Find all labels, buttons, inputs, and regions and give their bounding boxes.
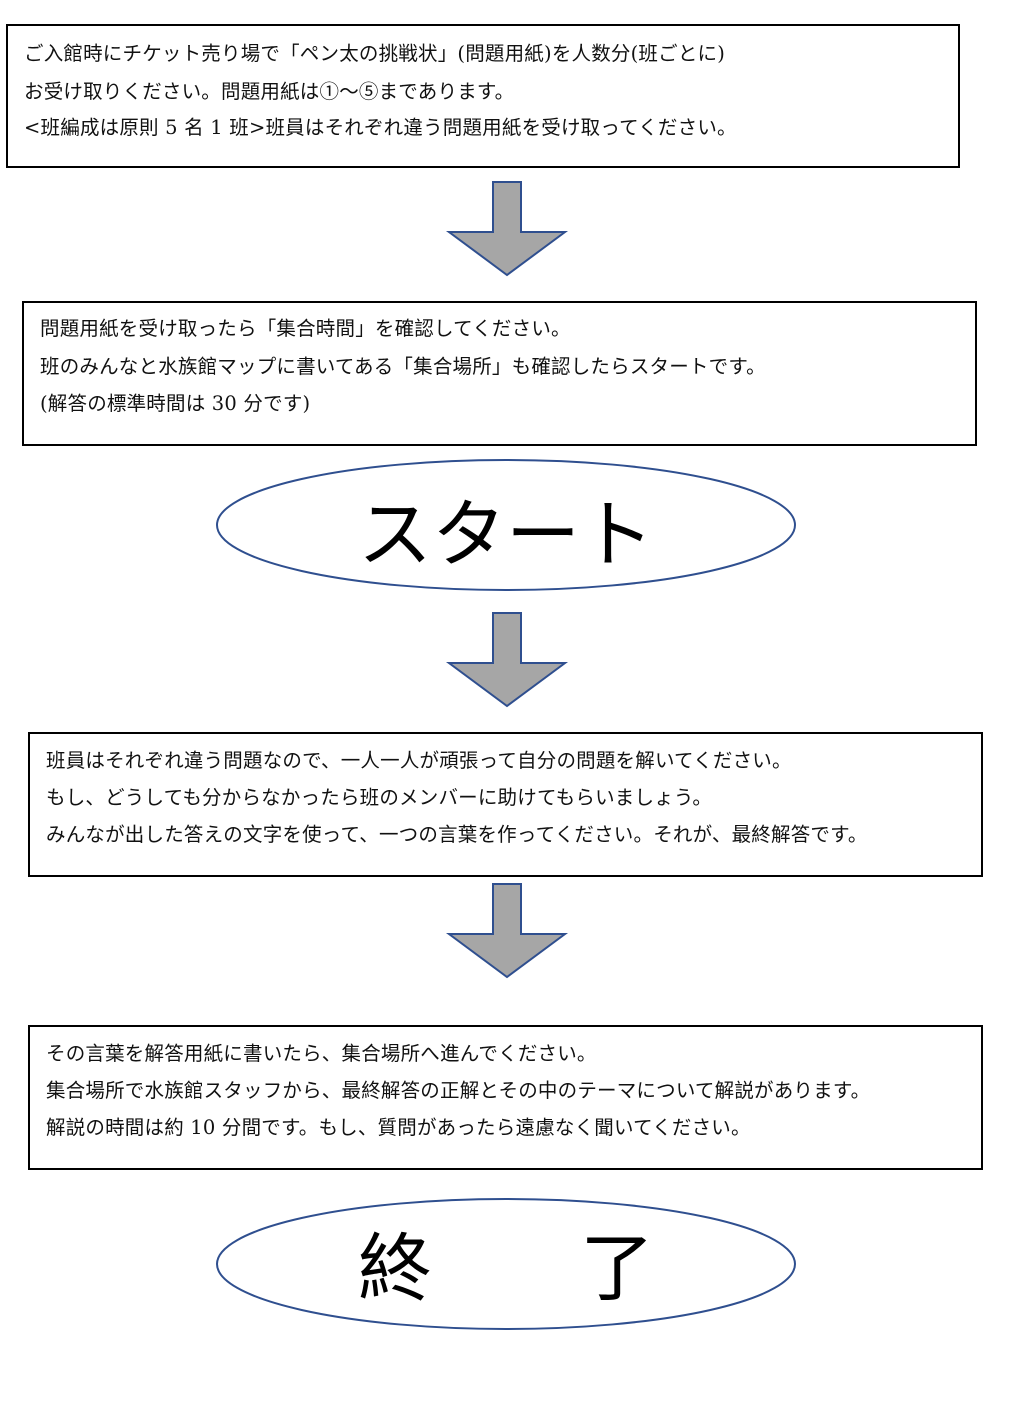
step-1-line-1: ご入館時にチケット売り場で「ペン太の挑戦状」(問題用紙)を人数分(班ごとに) (24, 42, 726, 65)
end-terminal: 終 了 (214, 1196, 798, 1332)
step-3-box: 班員はそれぞれ違う問題なので、一人一人が頑張って自分の問題を解いてください。 も… (28, 732, 983, 877)
down-arrow-icon (445, 883, 569, 979)
step-2-box: 問題用紙を受け取ったら「集合時間」を確認してください。 班のみんなと水族館マップ… (22, 301, 977, 446)
step-1-box: ご入館時にチケット売り場で「ペン太の挑戦状」(問題用紙)を人数分(班ごとに) お… (6, 24, 960, 168)
step-2-line-3: (解答の標準時間は 30 分です) (40, 392, 311, 415)
step-3-line-3: みんなが出した答えの文字を使って、一つの言葉を作ってください。それが、最終解答で… (46, 823, 868, 846)
step-4-line-2: 集合場所で水族館スタッフから、最終解答の正解とその中のテーマについて解説がありま… (46, 1079, 871, 1102)
down-arrow-icon (445, 181, 569, 277)
step-2-line-1: 問題用紙を受け取ったら「集合時間」を確認してください。 (40, 317, 571, 340)
start-label: スタート (358, 492, 654, 578)
step-3-line-1: 班員はそれぞれ違う問題なので、一人一人が頑張って自分の問題を解いてください。 (46, 749, 792, 772)
start-ellipse-shape (216, 459, 796, 591)
step-1-line-2: お受け取りください。問題用紙は①〜⑤まであります。 (24, 80, 515, 103)
step-4-box: その言葉を解答用紙に書いたら、集合場所へ進んでください。 集合場所で水族館スタッ… (28, 1025, 983, 1170)
step-1-line-3: <班編成は原則 5 名 1 班>班員はそれぞれ違う問題用紙を受け取ってください。 (24, 116, 737, 139)
step-4-line-1: その言葉を解答用紙に書いたら、集合場所へ進んでください。 (46, 1042, 597, 1065)
end-ellipse-shape (216, 1198, 796, 1330)
step-2-line-2: 班のみんなと水族館マップに書いてある「集合場所」も確認したらスタートです。 (40, 355, 766, 378)
step-3-line-2: もし、どうしても分からなかったら班のメンバーに助けてもらいましょう。 (46, 786, 713, 809)
down-arrow-icon (445, 612, 569, 708)
start-terminal: スタート (214, 457, 798, 593)
end-label: 終 了 (358, 1226, 654, 1312)
step-4-line-3: 解説の時間は約 10 分間です。もし、質問があったら遠慮なく聞いてください。 (46, 1116, 751, 1139)
